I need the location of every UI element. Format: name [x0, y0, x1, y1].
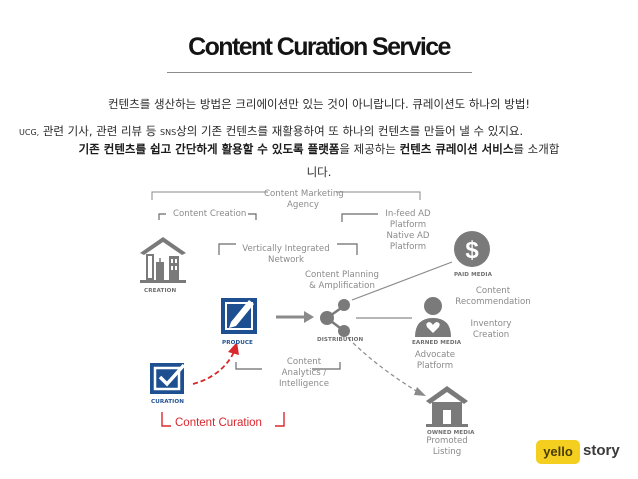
line-to-paid [351, 261, 453, 301]
label-line: Native AD [386, 231, 430, 241]
label-inventory-creation: Inventory Creation [461, 319, 521, 341]
svg-text:$: $ [465, 237, 479, 264]
house-icon [426, 386, 468, 427]
arrow-produce-distribution [276, 311, 314, 323]
caption-distribution: DISTRIBUTION [317, 337, 364, 343]
person-heart-icon [415, 297, 451, 337]
title-divider [167, 72, 472, 73]
caption-earned-media: EARNED MEDIA [412, 340, 462, 346]
intro-line-2: UCG, 관련 기사, 관련 리뷰 등 SNS상의 기존 컨텐츠를 재활용하여 … [19, 123, 523, 139]
line-to-owned [347, 337, 419, 393]
label-line: Analytics / [281, 368, 327, 378]
label-line: Content Planning [305, 270, 379, 280]
bracket-curation [161, 412, 285, 427]
caption-creation: CREATION [144, 288, 177, 294]
bracket-vertical [218, 243, 358, 255]
label-native-ad: Native AD Platform [378, 231, 438, 253]
label-line: Recommendation [455, 297, 531, 307]
intro-line-4: 니다. [306, 165, 332, 179]
label-line: Content [286, 357, 322, 367]
dollar-icon: $ [454, 231, 490, 267]
caption-curation: CURATION [151, 399, 184, 405]
pencil-check-icon [221, 298, 257, 334]
label-line: Platform [416, 361, 454, 371]
intro-line-2-d: 상의 기존 컨텐츠를 재활용하여 또 하나의 컨텐츠를 만들어 낼 수 있지요. [176, 124, 524, 138]
label-line: Content Marketing [264, 189, 344, 199]
label-line: Platform [389, 242, 427, 252]
label-content-analytics: Content Analytics / Intelligence [268, 357, 340, 390]
bracket-in-feed [341, 213, 378, 222]
label-line: Advocate [414, 350, 456, 360]
label-vertically-integrated: Vertically Integrated Network [236, 244, 336, 266]
label-content-creation: Content Creation [173, 209, 247, 219]
label-line: Promoted [426, 436, 468, 446]
bracket-analytics [235, 362, 341, 370]
label-line: Intelligence [278, 379, 329, 389]
label-line: Vertically Integrated [242, 244, 330, 254]
intro-ucg: UCG, [19, 128, 40, 137]
label-content-planning: Content Planning & Amplification [298, 270, 386, 292]
intro-line-3-a: 기존 컨텐츠를 쉽고 간단하게 활용할 수 있도록 플랫폼 [78, 142, 340, 156]
label-line: Inventory [470, 319, 512, 329]
label-line: In-feed AD [385, 209, 431, 219]
label-line: Agency [287, 200, 319, 210]
label-content-recommendation: Content Recommendation [448, 286, 538, 308]
label-line: Content [475, 286, 511, 296]
caption-produce: PRODUCE [222, 340, 253, 346]
bracket-agency [151, 191, 421, 200]
intro-line-3-d: 를 소개합 [513, 142, 560, 156]
label-in-feed: In-feed AD Platform [378, 209, 438, 231]
caption-owned-media: OWNED MEDIA [427, 430, 475, 436]
caption-paid-media: PAID MEDIA [454, 272, 493, 278]
share-icon [320, 299, 350, 337]
label-line: & Amplification [309, 281, 375, 291]
intro-line-3: 기존 컨텐츠를 쉽고 간단하게 활용할 수 있도록 플랫폼을 제공하는 컨텐츠 … [0, 141, 638, 157]
arrow-curation-produce [192, 351, 235, 385]
label-advocate-platform: Advocate Platform [405, 350, 465, 372]
label-content-marketing-agency: Content Marketing Agency [264, 189, 344, 211]
label-line: Platform [389, 220, 427, 230]
intro-sns: SNS [160, 128, 177, 137]
label-content-curation: Content Curation [175, 417, 262, 429]
label-line: Creation [472, 330, 510, 340]
logo-box: yello [536, 440, 580, 464]
building-icon [140, 237, 186, 283]
label-line: Network [268, 255, 304, 265]
label-line: Listing [432, 447, 462, 457]
intro-line-3-c: 컨텐츠 큐레이션 서비스 [399, 142, 514, 156]
intro-line-1: 컨텐츠를 생산하는 방법은 크리에이션만 있는 것이 아니랍니다. 큐레이션도 … [107, 97, 531, 111]
label-promoted-listing: Promoted Listing [417, 436, 477, 458]
bracket-content-creation [158, 213, 257, 220]
page-title: Content Curation Service [188, 33, 451, 61]
intro-line-2-b: 관련 기사, 관련 리뷰 등 [39, 124, 160, 138]
logo-text: story [583, 442, 620, 459]
intro-line-3-b: 을 제공하는 [339, 142, 400, 156]
checkbox-icon [150, 363, 186, 394]
